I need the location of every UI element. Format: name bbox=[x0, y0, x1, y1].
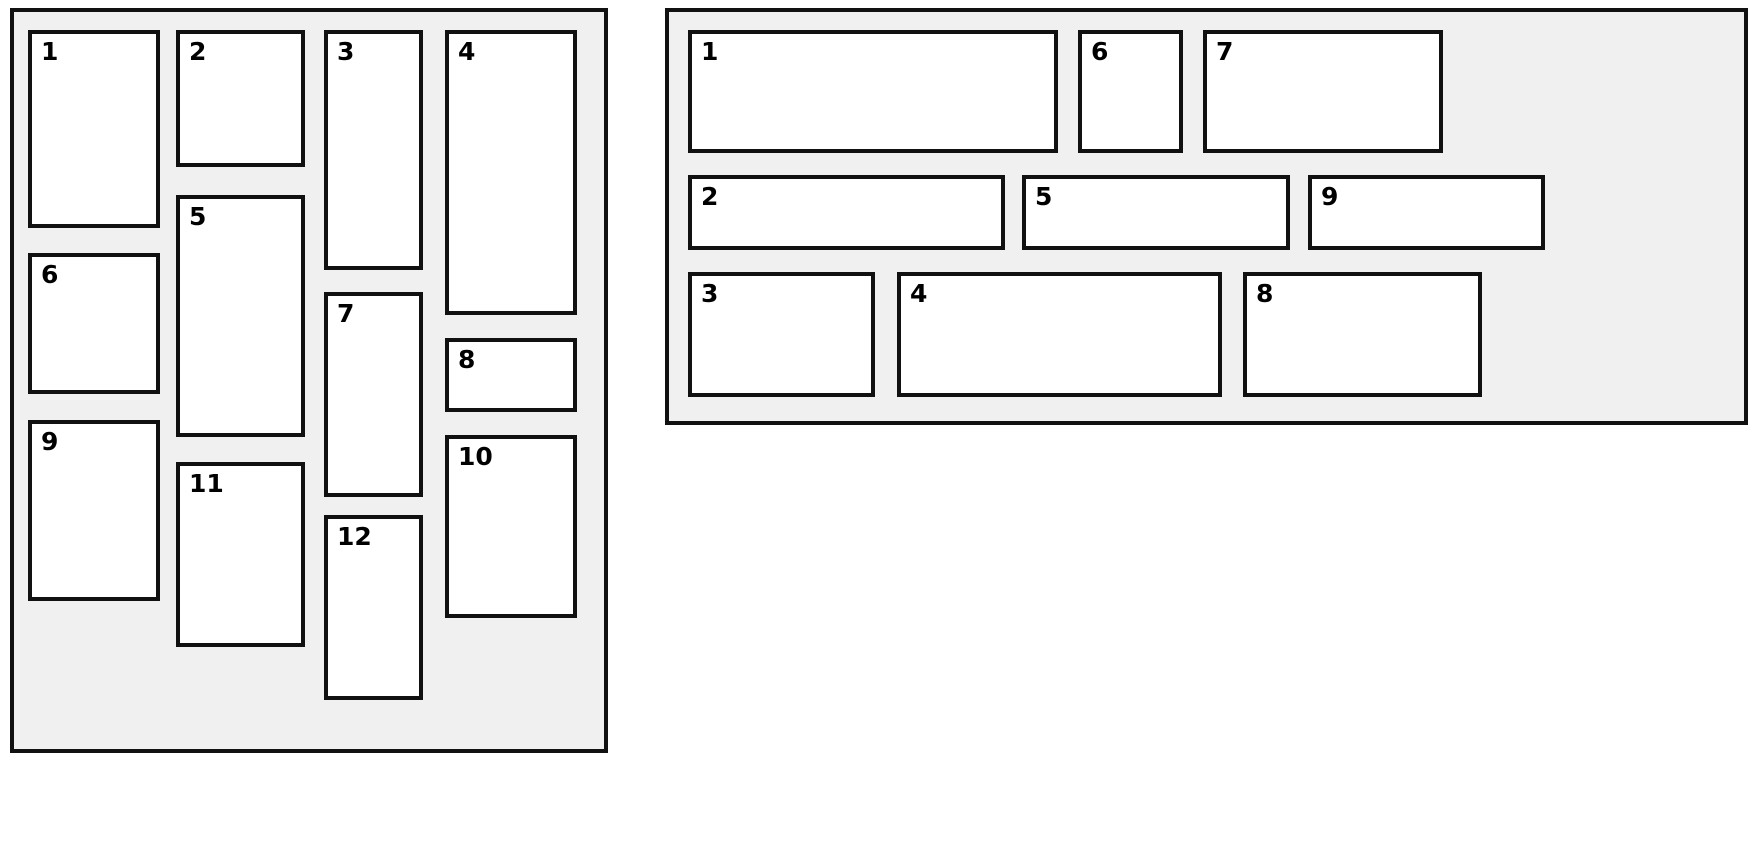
left-panel-cell-2[interactable]: 2 bbox=[176, 30, 305, 167]
right-panel-cell-2[interactable]: 2 bbox=[688, 175, 1005, 250]
cell-label: 3 bbox=[337, 37, 355, 66]
cell-label: 12 bbox=[337, 522, 372, 551]
cell-label: 5 bbox=[1035, 182, 1053, 211]
left-panel-cell-3[interactable]: 3 bbox=[324, 30, 423, 270]
right-panel-cell-6[interactable]: 6 bbox=[1078, 30, 1183, 153]
left-panel-cell-5[interactable]: 5 bbox=[176, 195, 305, 437]
cell-label: 10 bbox=[458, 442, 493, 471]
right-panel-cell-3[interactable]: 3 bbox=[688, 272, 875, 397]
left-panel-cell-12[interactable]: 12 bbox=[324, 515, 423, 700]
cell-label: 8 bbox=[458, 345, 476, 374]
right-panel-cell-9[interactable]: 9 bbox=[1308, 175, 1545, 250]
cell-label: 9 bbox=[41, 427, 59, 456]
left-panel-cell-6[interactable]: 6 bbox=[28, 253, 160, 394]
cell-label: 6 bbox=[1091, 37, 1109, 66]
left-panel-cell-8[interactable]: 8 bbox=[445, 338, 577, 412]
left-panel-cell-4[interactable]: 4 bbox=[445, 30, 577, 315]
cell-label: 7 bbox=[1216, 37, 1234, 66]
cell-label: 4 bbox=[458, 37, 476, 66]
cell-label: 6 bbox=[41, 260, 59, 289]
right-panel-cell-5[interactable]: 5 bbox=[1022, 175, 1290, 250]
cell-label: 2 bbox=[189, 37, 207, 66]
cell-label: 2 bbox=[701, 182, 719, 211]
left-panel-cell-1[interactable]: 1 bbox=[28, 30, 160, 228]
cell-label: 1 bbox=[41, 37, 59, 66]
cell-label: 1 bbox=[701, 37, 719, 66]
cell-label: 7 bbox=[337, 299, 355, 328]
left-panel-cell-7[interactable]: 7 bbox=[324, 292, 423, 497]
cell-label: 4 bbox=[910, 279, 928, 308]
cell-label: 8 bbox=[1256, 279, 1274, 308]
right-panel-cell-8[interactable]: 8 bbox=[1243, 272, 1482, 397]
left-panel-cell-9[interactable]: 9 bbox=[28, 420, 160, 601]
left-panel-cell-10[interactable]: 10 bbox=[445, 435, 577, 618]
right-panel-cell-4[interactable]: 4 bbox=[897, 272, 1222, 397]
right-panel-cell-1[interactable]: 1 bbox=[688, 30, 1058, 153]
cell-label: 11 bbox=[189, 469, 224, 498]
left-panel-cell-11[interactable]: 11 bbox=[176, 462, 305, 647]
cell-label: 5 bbox=[189, 202, 207, 231]
cell-label: 9 bbox=[1321, 182, 1339, 211]
cell-label: 3 bbox=[701, 279, 719, 308]
right-panel-cell-7[interactable]: 7 bbox=[1203, 30, 1443, 153]
